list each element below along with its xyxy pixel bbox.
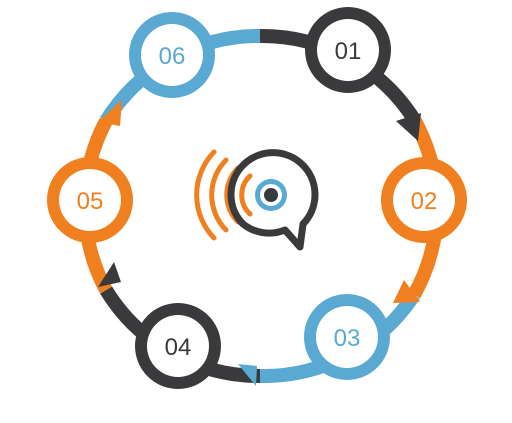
chat-bubble-outline	[227, 149, 319, 251]
signal-broadcast-icon	[194, 149, 319, 251]
step-node-02: 02	[381, 157, 467, 243]
step-label-04: 04	[165, 334, 192, 361]
step-node-04: 04	[135, 303, 221, 389]
broadcast-wave-1	[239, 173, 253, 217]
arrow-head-to-06	[98, 100, 122, 126]
arrow-head-to-02	[396, 113, 421, 141]
broadcast-wave-4	[194, 149, 217, 241]
step-node-05: 05	[47, 157, 133, 243]
step-label-02: 02	[411, 188, 438, 215]
arrow-head-to-03	[393, 280, 420, 303]
step-label-01: 01	[335, 38, 362, 65]
arrow-head-to-05	[98, 262, 121, 287]
step-node-06: 06	[129, 12, 215, 98]
step-label-03: 03	[334, 325, 361, 352]
broadcast-wave-3	[209, 157, 229, 233]
step-label-06: 06	[159, 43, 186, 70]
arrow-head-to-04	[238, 364, 257, 386]
step-node-03: 03	[304, 294, 390, 380]
step-node-01: 01	[305, 7, 391, 93]
step-label-05: 05	[77, 188, 104, 215]
eye-pupil	[264, 188, 278, 202]
